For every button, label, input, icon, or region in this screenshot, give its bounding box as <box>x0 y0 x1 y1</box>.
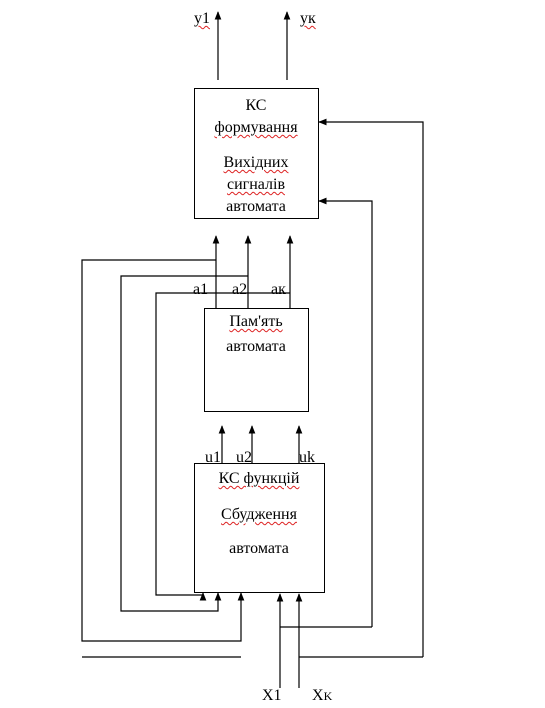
output-block-line2: формування <box>214 119 298 136</box>
feedback-ak-line <box>155 292 290 601</box>
input-label-xk: XK <box>312 687 332 705</box>
input-label-xk-main: X <box>312 687 324 704</box>
excitation-block-line2: Сбудження <box>221 506 297 523</box>
output-block-line1: КС <box>245 97 267 114</box>
state-label-a2: a2 <box>232 281 248 298</box>
excitation-functions-block: КС функцій Сбудження автомата <box>194 463 325 593</box>
excitation-block-line3: автомата <box>229 540 289 557</box>
excitation-block-line1: КС функцій <box>218 470 300 487</box>
input-to-output-line-1 <box>318 197 373 627</box>
output-forming-block: КС формування Вихідних сигналів автомата <box>194 88 319 219</box>
excitation-label-uk: uk <box>299 449 315 466</box>
input-label-xk-sub: K <box>323 689 333 703</box>
memory-block-line1: Пам'ять <box>229 313 283 330</box>
memory-block-line2: автомата <box>226 338 286 355</box>
output-block-line4: сигналів <box>226 176 285 193</box>
output-label-yk: yк <box>300 10 316 27</box>
output-label-y1: y1 <box>194 10 210 27</box>
feedback-a2-line <box>120 275 248 612</box>
state-label-ak: aк <box>271 281 286 298</box>
input-to-output-line-2 <box>318 118 424 657</box>
feedback-a1-line <box>81 259 245 642</box>
excitation-label-u2: u2 <box>236 449 252 466</box>
excitation-label-u1: u1 <box>205 449 221 466</box>
memory-block: Пам'ять автомата <box>204 308 309 412</box>
output-block-line3: Вихідних <box>223 154 289 171</box>
input-label-x1: X1 <box>262 687 282 704</box>
state-label-a1: a1 <box>193 281 209 298</box>
output-block-line5: автомата <box>226 198 286 215</box>
